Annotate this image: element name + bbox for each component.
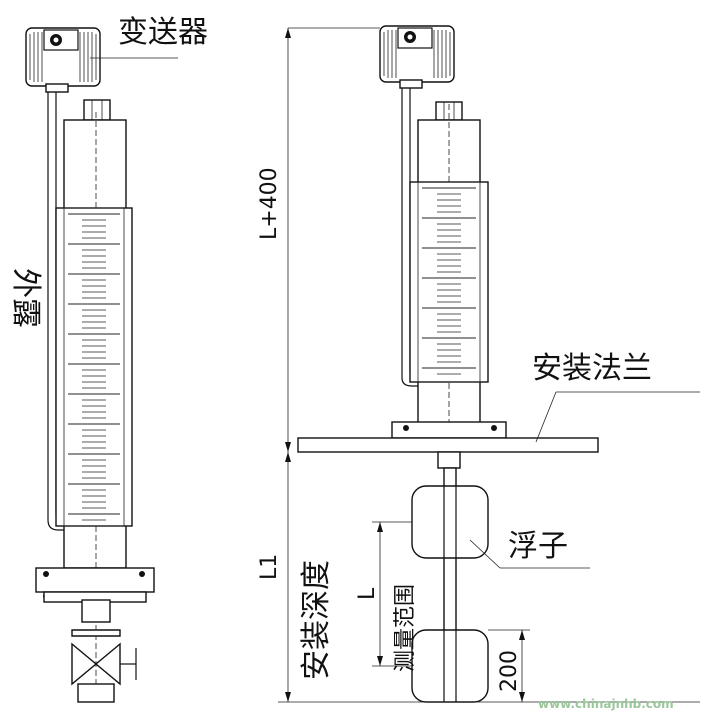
right-gauge	[297, 25, 599, 703]
install-depth-label: 安装深度	[299, 560, 334, 680]
watermark: www.chinajnhb.com	[538, 697, 674, 711]
left-gauge: 变送器 外露	[8, 15, 208, 703]
right-scale-ticks	[422, 187, 476, 375]
measure-range-label: 测量范围	[393, 584, 418, 672]
bottom-dim: 200	[497, 650, 522, 692]
depth-dim: L1	[257, 554, 282, 580]
total-height-dim: L+400	[257, 167, 282, 240]
left-transmitter-head	[25, 27, 101, 93]
mounting-flange-label: 安装法兰	[532, 351, 652, 386]
dimension-lines	[278, 27, 700, 703]
left-scale-ticks	[68, 213, 120, 521]
left-partial-label: 外露	[8, 268, 43, 328]
range-dim: L	[355, 587, 380, 600]
transmitter-label: 变送器	[118, 15, 208, 50]
right-transmitter-head	[379, 25, 455, 89]
float-label: 浮子	[508, 529, 568, 564]
